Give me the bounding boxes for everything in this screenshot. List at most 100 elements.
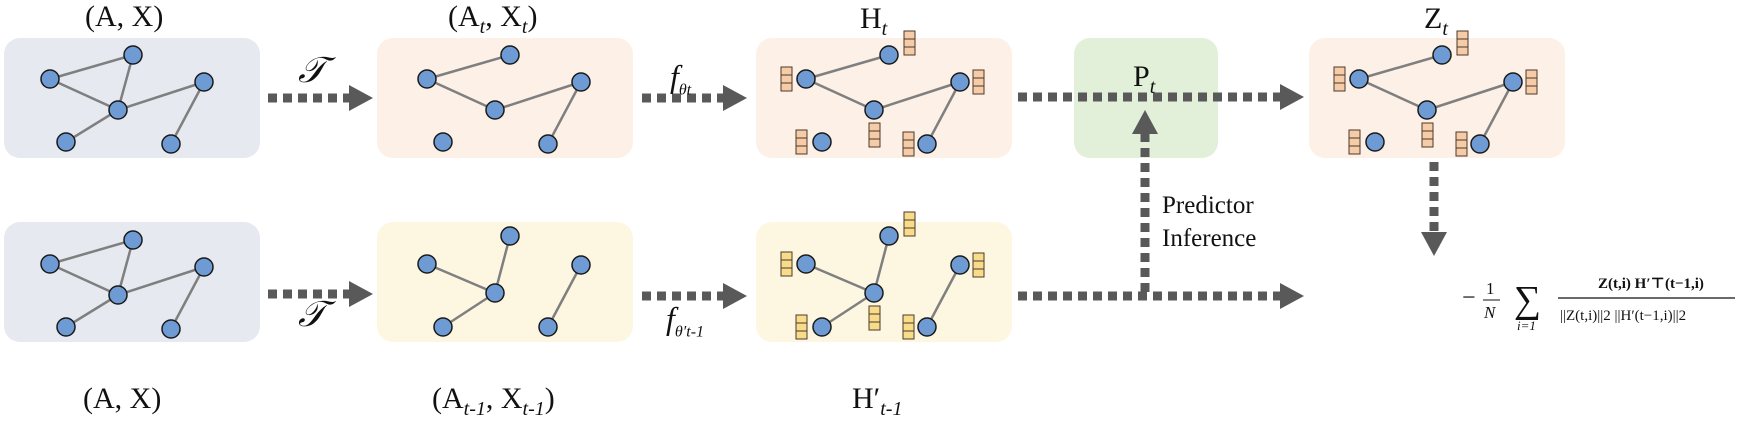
graph-z-t-edge-0 xyxy=(1358,53,1443,81)
graph-top-augmented-edge-1 xyxy=(426,77,496,112)
loss-sum-sign: ∑ xyxy=(1514,279,1541,321)
z-t-feature-5-cell-0 xyxy=(1455,131,1468,141)
h-prev-feature-1-cell-0 xyxy=(903,211,916,221)
h-prev-feature-2-cell-2 xyxy=(868,321,881,331)
h-prev-feature-3-cell-1 xyxy=(972,260,985,270)
z-t-feature-4-cell-1 xyxy=(1348,137,1361,147)
label-z-t: Zt xyxy=(1424,2,1448,40)
graph-top-input-edge-3 xyxy=(117,80,205,112)
graph-h-t-edge-2 xyxy=(873,80,961,112)
label-top-augmented: (At, Xt) xyxy=(448,0,538,38)
graph-h-prev-node-5 xyxy=(917,317,937,337)
h-prev-feature-2-cell-1 xyxy=(868,313,881,323)
graph-bottom-input-edge-1 xyxy=(49,238,134,266)
graph-top-input-edge-4 xyxy=(65,108,119,144)
graph-h-t-node-4 xyxy=(812,132,832,152)
h-t-feature-5-cell-2 xyxy=(902,147,915,157)
graph-h-t-node-3 xyxy=(950,72,970,92)
h-prev-feature-4-cell-1 xyxy=(795,322,808,332)
box-top-augmented xyxy=(377,38,633,158)
graph-bottom-augmented-edge-2 xyxy=(442,291,496,329)
graph-h-t-node-0 xyxy=(796,69,816,89)
label-encoder-bottom: fθ′t-1 xyxy=(666,300,705,341)
graph-bottom-input-node-2 xyxy=(108,285,128,305)
z-t-feature-0-cell-1 xyxy=(1333,74,1346,84)
h-t-feature-1-cell-2 xyxy=(903,46,916,56)
graph-bottom-input-edge-3 xyxy=(117,265,205,297)
h-prev-feature-0-cell-0 xyxy=(780,251,793,261)
graph-top-input-edge-5 xyxy=(169,81,206,145)
arrow-encoder-bottom-head xyxy=(723,283,747,309)
z-t-feature-1-cell-0 xyxy=(1456,30,1469,40)
z-t-feature-5-cell-1 xyxy=(1455,139,1468,149)
graph-bottom-augmented-node-4 xyxy=(433,317,453,337)
h-t-feature-0-cell-0 xyxy=(780,66,793,76)
graph-top-augmented-edge-0 xyxy=(426,53,511,81)
graph-top-input-node-5 xyxy=(161,134,181,154)
h-t-feature-3-cell-0 xyxy=(972,69,985,79)
graph-bottom-input-node-4 xyxy=(56,317,76,337)
z-t-feature-4-cell-0 xyxy=(1348,129,1361,139)
h-t-feature-1-cell-0 xyxy=(903,30,916,40)
arrow-predictor-inference-head xyxy=(1132,110,1158,134)
graph-bottom-input-edge-5 xyxy=(169,266,206,330)
graph-bottom-input-node-1 xyxy=(123,230,143,250)
h-prev-feature-5-cell-1 xyxy=(902,322,915,332)
graph-h-prev-edge-0 xyxy=(805,262,875,295)
h-t-feature-0-cell-2 xyxy=(780,82,793,92)
graph-h-prev-edge-2 xyxy=(821,291,875,329)
h-t-feature-3-cell-2 xyxy=(972,85,985,95)
z-t-feature-5-cell-2 xyxy=(1455,147,1468,157)
graph-h-t-edge-0 xyxy=(805,53,890,81)
loss-frac-den: N xyxy=(1483,303,1497,322)
h-t-feature-4-cell-1 xyxy=(795,137,808,147)
z-t-feature-4-cell-2 xyxy=(1348,145,1361,155)
graph-z-t-node-5 xyxy=(1470,134,1490,154)
graph-top-input-edge-1 xyxy=(49,53,134,81)
inference-label: Inference xyxy=(1162,224,1257,252)
h-prev-feature-5-cell-0 xyxy=(902,314,915,324)
loss-numerator: Z(t,i) H′⊤(t−1,i) xyxy=(1598,276,1704,292)
h-t-feature-5-cell-0 xyxy=(902,131,915,141)
h-t-feature-4-cell-0 xyxy=(795,129,808,139)
loss-prefix: − xyxy=(1462,285,1476,311)
graph-h-t-edge-1 xyxy=(805,77,875,112)
h-prev-feature-1-cell-2 xyxy=(903,227,916,237)
box-bottom-augmented xyxy=(377,222,633,342)
graph-z-t-node-0 xyxy=(1349,69,1369,89)
z-t-feature-1-cell-1 xyxy=(1456,38,1469,48)
graph-h-t-edge-3 xyxy=(925,81,962,145)
box-h-prev xyxy=(756,222,1012,342)
h-t-feature-1-cell-1 xyxy=(903,38,916,48)
h-prev-feature-3-cell-0 xyxy=(972,252,985,262)
graph-h-prev-node-3 xyxy=(950,255,970,275)
label-encoder-top: fθt xyxy=(670,58,692,99)
graph-top-augmented-edge-2 xyxy=(494,80,582,112)
graph-top-input-node-1 xyxy=(123,45,143,65)
graph-h-prev-node-4 xyxy=(812,317,832,337)
graph-bottom-augmented-node-5 xyxy=(538,317,558,337)
arrow-transform-bottom-head xyxy=(349,281,373,307)
graph-bottom-input-edge-4 xyxy=(65,293,119,329)
box-top-input xyxy=(4,38,260,158)
graph-bottom-augmented-node-3 xyxy=(571,255,591,275)
graph-top-augmented-node-3 xyxy=(571,72,591,92)
graph-bottom-input-edge-0 xyxy=(49,262,119,297)
h-t-feature-2-cell-2 xyxy=(868,138,881,148)
graph-top-augmented-node-2 xyxy=(485,100,505,120)
h-prev-feature-3-cell-2 xyxy=(972,268,985,278)
arrow-to-loss-head xyxy=(1280,283,1304,309)
graph-top-input-node-0 xyxy=(40,69,60,89)
graph-z-t-node-3 xyxy=(1503,72,1523,92)
graph-z-t-edge-1 xyxy=(1358,77,1428,112)
predictor-inference-caption: Predictor Inference xyxy=(1162,190,1256,255)
h-t-feature-0-cell-1 xyxy=(780,74,793,84)
graph-bottom-input-node-0 xyxy=(40,254,60,274)
graph-h-prev-node-1 xyxy=(879,226,899,246)
arrow-encoder-top-head xyxy=(723,85,747,111)
z-t-feature-0-cell-0 xyxy=(1333,66,1346,76)
z-t-feature-1-cell-2 xyxy=(1456,46,1469,56)
h-prev-feature-5-cell-2 xyxy=(902,330,915,340)
z-t-feature-2-cell-1 xyxy=(1421,130,1434,140)
